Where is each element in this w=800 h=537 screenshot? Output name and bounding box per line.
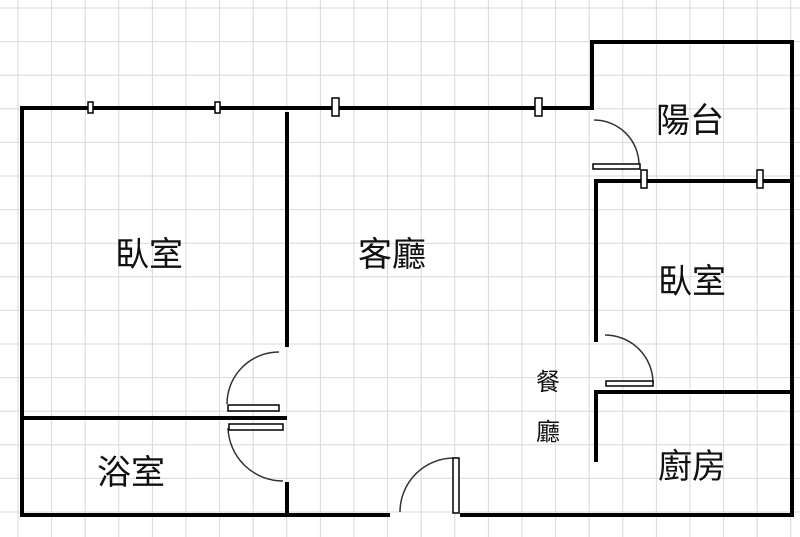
- windows: [87, 97, 764, 189]
- room-label-bedroom: 臥室: [115, 235, 183, 275]
- room-label-living-room: 客廳: [358, 235, 426, 275]
- room-label-kitchen: 廚房: [658, 447, 726, 487]
- bedroom-right-door[interactable]: [604, 334, 654, 387]
- room-label-bathroom: 浴室: [97, 453, 165, 493]
- window-marker: [87, 101, 94, 114]
- room-label-balcony: 陽台: [656, 101, 724, 141]
- left-bottom-wall: [20, 106, 390, 517]
- walls: [20, 40, 794, 517]
- room-label-bedroom-right: 臥室: [658, 262, 726, 302]
- top-wall: [20, 40, 794, 517]
- window-marker: [640, 169, 648, 189]
- window-marker: [534, 97, 543, 117]
- balcony-door[interactable]: [592, 119, 641, 170]
- bedroom-door[interactable]: [226, 351, 280, 412]
- window-marker: [214, 101, 221, 114]
- entrance-door[interactable]: [399, 457, 460, 514]
- bathroom-door[interactable]: [227, 423, 284, 482]
- window-marker: [756, 169, 764, 189]
- doors: [226, 119, 654, 514]
- room-label-dining-2: 廳: [536, 418, 560, 446]
- window-marker: [331, 97, 340, 117]
- room-label-dining-1: 餐: [536, 368, 560, 396]
